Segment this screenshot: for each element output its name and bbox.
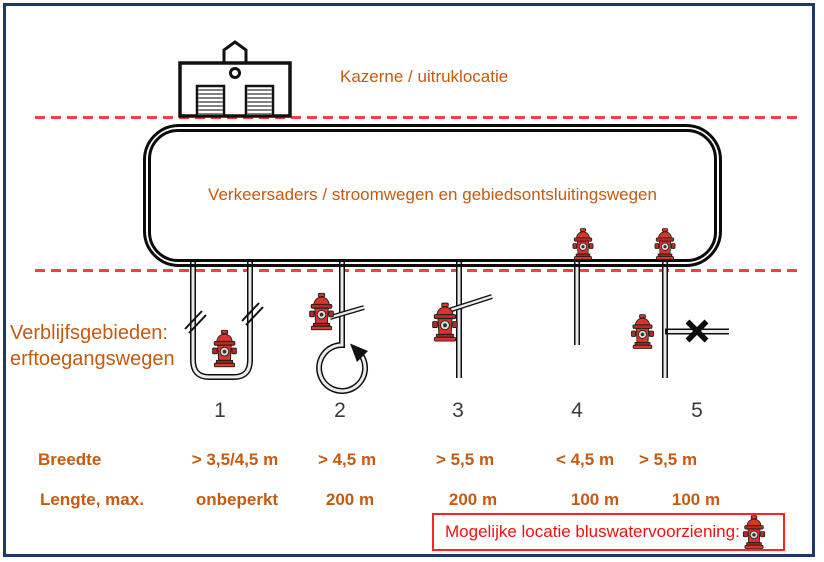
fire-hydrant-icon (308, 291, 335, 332)
fire-hydrant-icon (653, 228, 677, 260)
width-value-1: > 3,5/4,5 m (191, 450, 279, 469)
zone-boundary-line-top (35, 116, 798, 120)
residential-label-line2: erftoegangswegen (10, 348, 175, 370)
road-number-5: 5 (691, 399, 703, 422)
residential-label-line1: Verblijfsgebieden: (10, 322, 168, 344)
road-break-mark (184, 302, 264, 334)
fire-station-icon (178, 40, 292, 118)
road-number-2: 2 (334, 399, 346, 422)
fire-hydrant-icon (741, 515, 767, 549)
width-row-label: Breedte (38, 450, 102, 469)
road-number-4: 4 (571, 399, 583, 422)
width-value-2: > 4,5 m (317, 450, 377, 469)
road-number-1: 1 (214, 399, 226, 422)
length-value-5: 100 m (671, 490, 721, 509)
length-value-1: onbeperkt (195, 490, 279, 509)
garage-door-icon (244, 84, 275, 118)
legend-box: Mogelijke locatie bluswatervoorziening: (432, 513, 785, 551)
width-value-4: < 4,5 m (555, 450, 615, 469)
turn-arrow-icon (350, 343, 368, 362)
width-value-3: > 5,5 m (435, 450, 495, 469)
length-row-label: Lengte, max. (40, 490, 144, 509)
fire-hydrant-icon (571, 228, 595, 260)
ring-road-label: Verkeersaders / stroomwegen en gebiedson… (208, 185, 657, 204)
zone-boundary-line-bottom (35, 269, 798, 273)
legend-label: Mogelijke locatie bluswatervoorziening: (445, 522, 740, 541)
garage-door-icon (195, 84, 226, 118)
ring-road-inner-line (148, 129, 717, 262)
length-value-4: 100 m (570, 490, 620, 509)
road-number-3: 3 (452, 399, 464, 422)
diagram-frame (3, 3, 815, 557)
fire-hydrant-icon (211, 328, 238, 369)
road-closed-x-icon (685, 319, 709, 343)
fire-hydrant-icon (630, 314, 655, 349)
length-value-3: 200 m (448, 490, 498, 509)
ring-road: Verkeersaders / stroomwegen en gebiedson… (143, 124, 722, 267)
fire-hydrant-icon (431, 299, 459, 345)
length-value-2: 200 m (325, 490, 375, 509)
width-value-5: > 5,5 m (638, 450, 698, 469)
station-label: Kazerne / uitruklocatie (340, 67, 509, 86)
residential-area-label: Verblijfsgebieden: erftoegangswegen (10, 320, 175, 372)
